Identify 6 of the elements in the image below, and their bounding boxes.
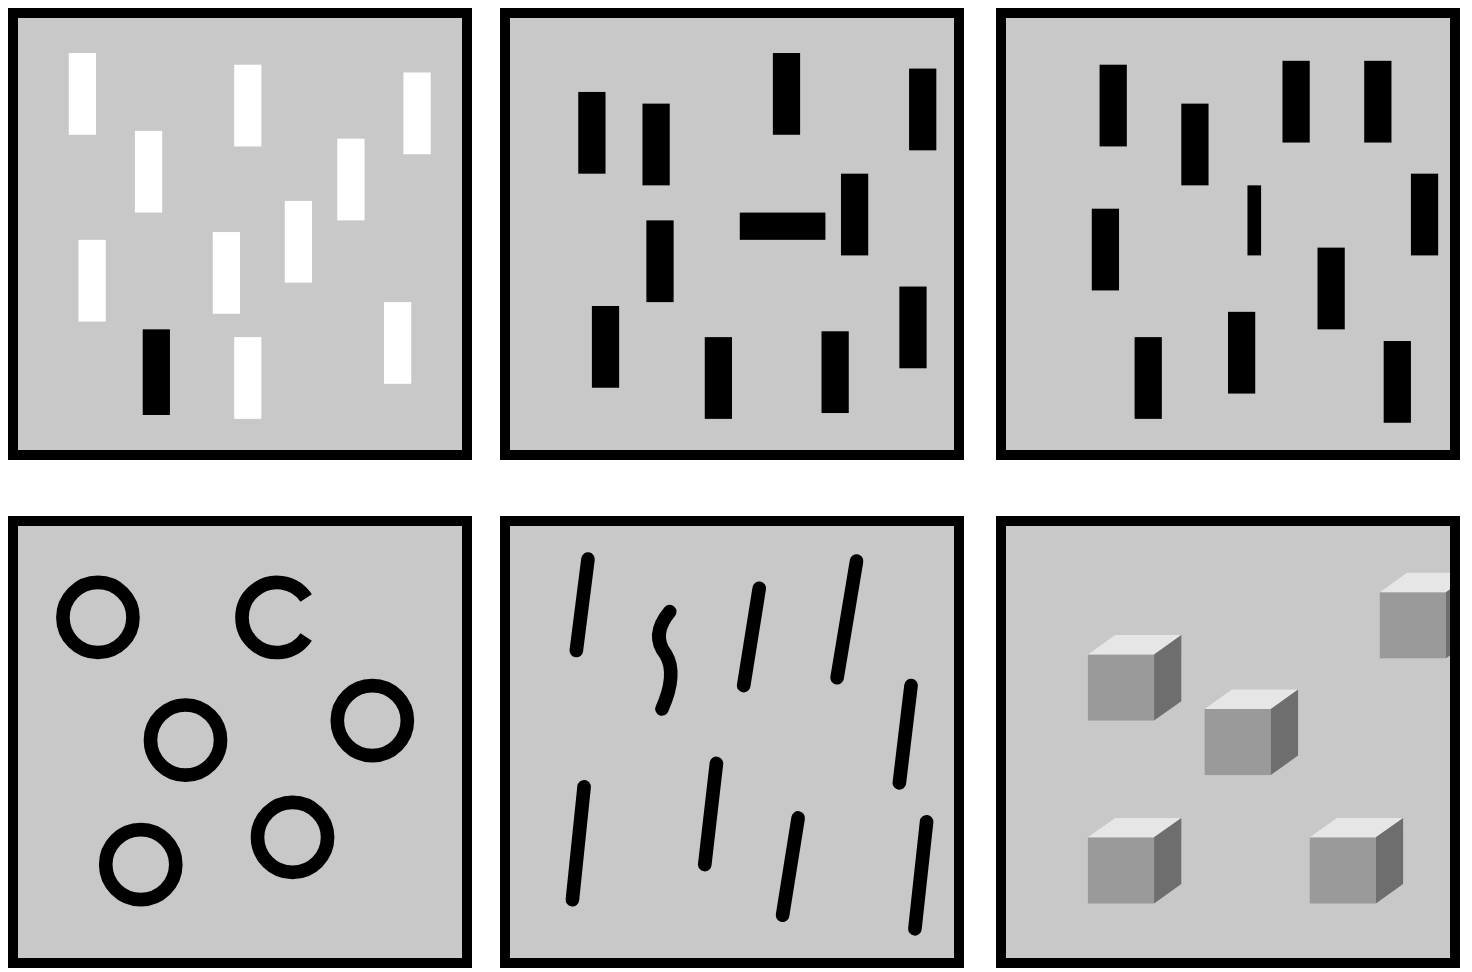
stimulus-panel	[8, 516, 472, 968]
stimulus-panel	[500, 8, 964, 460]
stimulus-panel	[500, 516, 964, 968]
stimulus-panel	[8, 8, 472, 460]
stimulus-panel	[996, 516, 1460, 968]
stimulus-panel	[996, 8, 1460, 460]
